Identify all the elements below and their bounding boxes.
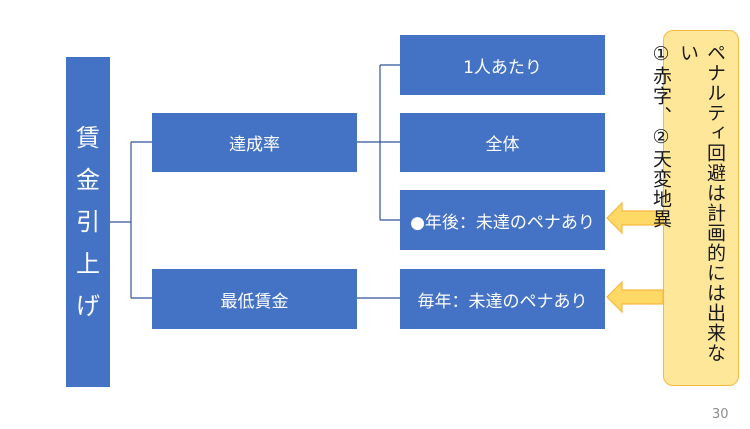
callout-text: ペナルティ回避は計画的には出来ない ①赤字、②天変地異: [647, 43, 728, 375]
node-overall: 全体: [400, 113, 605, 172]
root-char: 賃: [76, 124, 100, 152]
node-achievement-rate: 達成率: [152, 113, 357, 172]
root-wage-increase: 賃 金 引 上 げ: [66, 57, 110, 387]
root-char: 上: [76, 250, 100, 278]
node-label: ●年後：未達のペナあり: [410, 212, 595, 233]
node-annual-penalty: 毎年：未達のペナあり: [400, 269, 605, 329]
callout-line-2: ①赤字、②天変地異: [650, 43, 672, 229]
node-label: 1人あたり: [463, 57, 542, 78]
node-label: 全体: [485, 135, 520, 155]
page-number: 30: [712, 407, 729, 422]
node-label: 達成率: [229, 135, 280, 155]
root-char: 金: [76, 166, 100, 194]
root-char: 引: [76, 208, 100, 236]
node-label: 最低賃金: [220, 291, 289, 312]
node-minimum-wage: 最低賃金: [152, 269, 357, 329]
callout-line-1: ペナルティ回避は計画的には出来ない: [677, 43, 726, 363]
root-char: げ: [76, 292, 100, 320]
node-per-person: 1人あたり: [400, 35, 605, 95]
callout-note: ペナルティ回避は計画的には出来ない ①赤字、②天変地異: [650, 30, 739, 386]
node-label: 毎年：未達のペナあり: [417, 291, 588, 312]
node-yearly-penalty: ●年後：未達のペナあり: [400, 190, 605, 250]
